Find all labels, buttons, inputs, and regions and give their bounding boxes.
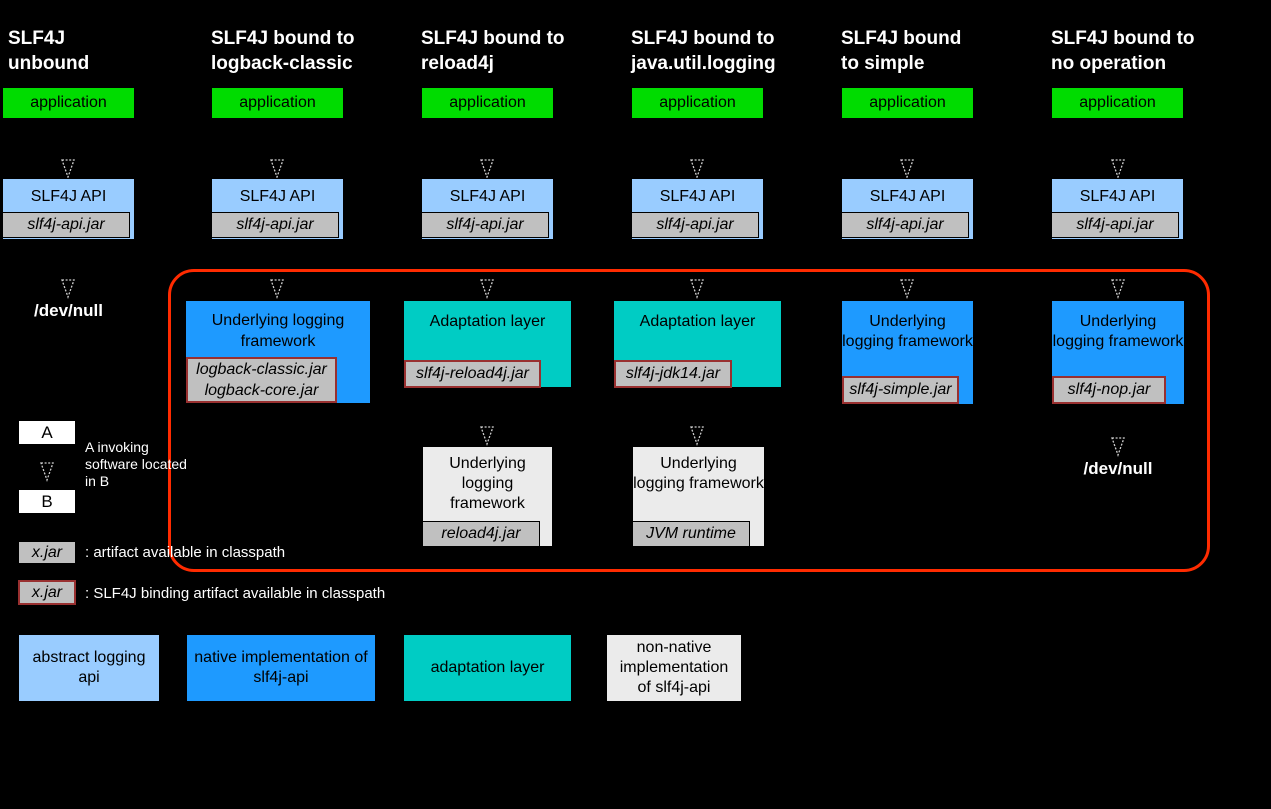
caption-line: in B	[85, 473, 110, 489]
legend-binding-artifact-caption: : SLF4J binding artifact available in cl…	[85, 585, 386, 602]
jar-label: slf4j-api.jar	[211, 212, 339, 238]
slf4j-api-box: SLF4J API slf4j-api.jar	[421, 178, 554, 240]
column-header: SLF4J bound to logback-classic	[211, 26, 355, 76]
header-line: reload4j	[421, 53, 494, 74]
underlying-framework-box: Underlying logging framework logback-cla…	[185, 300, 371, 404]
legend-artifact-box: x.jar	[18, 541, 76, 564]
binding-jar-label: slf4j-nop.jar	[1052, 376, 1166, 404]
framework-label: Underlying logging framework	[211, 312, 345, 350]
slf4j-api-label: SLF4J API	[1079, 188, 1156, 205]
down-arrow-icon	[40, 462, 54, 482]
jar-label: JVM runtime	[632, 521, 750, 547]
legend-box-b: B	[18, 489, 76, 514]
down-arrow-icon	[1111, 437, 1125, 457]
legend-box-a: A	[18, 420, 76, 445]
legend-category-abstract: abstract logging api	[18, 634, 160, 702]
down-arrow-icon	[270, 279, 284, 299]
down-arrow-icon	[690, 426, 704, 446]
legend-category-native: native implementation of slf4j-api	[186, 634, 376, 702]
slf4j-api-box: SLF4J API slf4j-api.jar	[211, 178, 344, 240]
down-arrow-icon	[690, 279, 704, 299]
header-line: SLF4J bound to	[1051, 28, 1195, 49]
framework-label: Underlying logging framework	[633, 455, 764, 492]
jar-line: logback-core.jar	[204, 382, 319, 399]
down-arrow-icon	[900, 279, 914, 299]
dev-null-label: /dev/null	[1083, 459, 1153, 478]
down-arrow-icon	[690, 159, 704, 179]
down-arrow-icon	[1111, 159, 1125, 179]
jar-line: logback-classic.jar	[196, 361, 327, 378]
down-arrow-icon	[480, 159, 494, 179]
header-line: no operation	[1051, 53, 1167, 74]
header-line: SLF4J bound to	[631, 28, 775, 49]
slf4j-api-label: SLF4J API	[239, 188, 316, 205]
underlying-framework-box: Underlying logging framework reload4j.ja…	[422, 446, 553, 547]
application-box: application	[631, 87, 764, 119]
jar-label: slf4j-api.jar	[1051, 212, 1179, 238]
down-arrow-icon	[1111, 279, 1125, 299]
legend-category-nonnative: non-native implementation of slf4j-api	[606, 634, 742, 702]
bindings-group-frame	[168, 269, 1210, 572]
column-header: SLF4J bound to java.util.logging	[631, 26, 776, 76]
down-arrow-icon	[270, 159, 284, 179]
header-line: SLF4J bound to	[421, 28, 565, 49]
application-box: application	[421, 87, 554, 119]
jar-label: slf4j-api.jar	[421, 212, 549, 238]
down-arrow-icon	[61, 279, 75, 299]
down-arrow-icon	[900, 159, 914, 179]
legend-binding-artifact-box: x.jar	[18, 580, 76, 605]
header-line: SLF4J bound	[841, 28, 962, 49]
header-line: to simple	[841, 53, 925, 74]
caption-line: A invoking	[85, 439, 149, 455]
underlying-framework-box: Underlying logging framework slf4j-simpl…	[841, 300, 974, 405]
header-line: SLF4J	[8, 28, 66, 49]
down-arrow-icon	[480, 279, 494, 299]
framework-label: Underlying logging framework	[1052, 313, 1184, 350]
header-line: logback-classic	[211, 53, 353, 74]
down-arrow-icon	[61, 159, 75, 179]
jar-label: reload4j.jar	[422, 521, 540, 547]
slf4j-api-label: SLF4J API	[659, 188, 736, 205]
framework-label: Adaptation layer	[429, 313, 546, 330]
application-box: application	[2, 87, 135, 119]
slf4j-api-label: SLF4J API	[869, 188, 946, 205]
application-box: application	[211, 87, 344, 119]
column-header: SLF4J bound to no operation	[1051, 26, 1195, 76]
dev-null-label: /dev/null	[34, 301, 103, 320]
caption-line: software located	[85, 456, 187, 472]
header-line: SLF4J bound to	[211, 28, 355, 49]
slf4j-api-label: SLF4J API	[30, 188, 107, 205]
slf4j-api-box: SLF4J API slf4j-api.jar	[2, 178, 135, 240]
slf4j-api-box: SLF4J API slf4j-api.jar	[841, 178, 974, 240]
adaptation-layer-box: Adaptation layer slf4j-reload4j.jar	[403, 300, 572, 388]
adaptation-layer-box: Adaptation layer slf4j-jdk14.jar	[613, 300, 782, 388]
application-box: application	[841, 87, 974, 119]
underlying-framework-box: Underlying logging framework JVM runtime	[632, 446, 765, 547]
slf4j-api-box: SLF4J API slf4j-api.jar	[1051, 178, 1184, 240]
jar-label: slf4j-api.jar	[2, 212, 130, 238]
binding-jar-label: slf4j-jdk14.jar	[614, 360, 732, 388]
column-header: SLF4J unbound	[8, 26, 89, 76]
underlying-framework-box: Underlying logging framework slf4j-nop.j…	[1051, 300, 1185, 405]
jar-label: slf4j-api.jar	[631, 212, 759, 238]
legend-artifact-caption: : artifact available in classpath	[85, 544, 286, 561]
framework-label: Underlying logging framework	[449, 455, 526, 512]
binding-jar-label: logback-classic.jar logback-core.jar	[186, 357, 337, 403]
application-box: application	[1051, 87, 1184, 119]
framework-label: Underlying logging framework	[842, 313, 973, 350]
jar-label: slf4j-api.jar	[841, 212, 969, 238]
down-arrow-icon	[480, 426, 494, 446]
slf4j-api-box: SLF4J API slf4j-api.jar	[631, 178, 764, 240]
header-line: java.util.logging	[631, 53, 776, 74]
binding-jar-label: slf4j-simple.jar	[842, 376, 959, 404]
column-header: SLF4J bound to simple	[841, 26, 961, 76]
slf4j-api-label: SLF4J API	[449, 188, 526, 205]
framework-label: Adaptation layer	[639, 313, 756, 330]
legend-category-adaptation: adaptation layer	[403, 634, 572, 702]
legend-invoke-caption: A invoking software located in B	[85, 439, 187, 490]
header-line: unbound	[8, 53, 90, 74]
column-header: SLF4J bound to reload4j	[421, 26, 565, 76]
binding-jar-label: slf4j-reload4j.jar	[404, 360, 541, 388]
